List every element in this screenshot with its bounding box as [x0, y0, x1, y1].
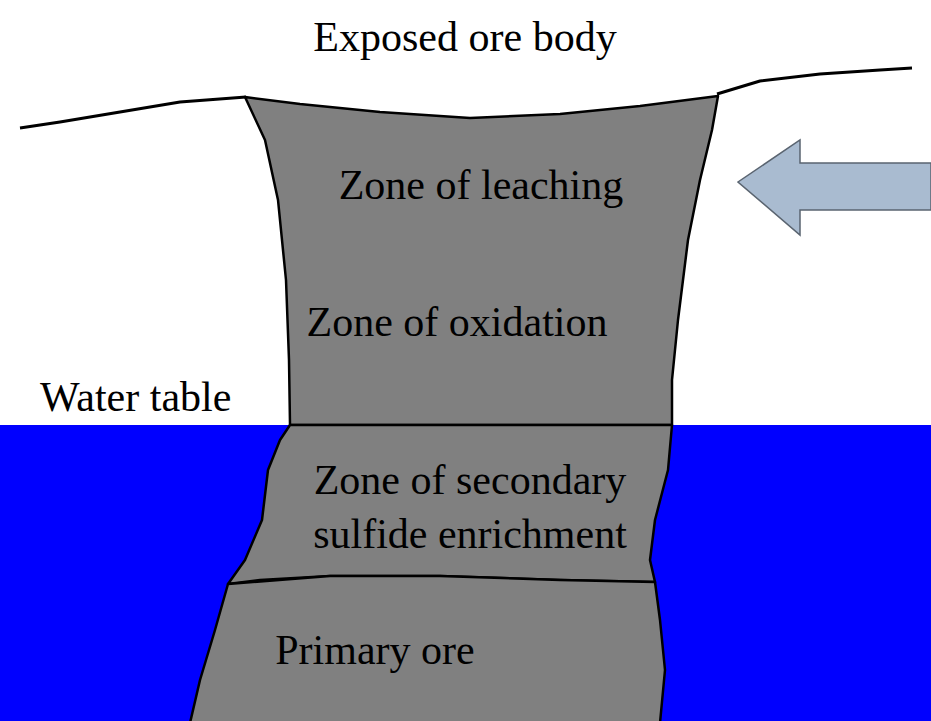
zone-label: Zone of secondary sulfide enrichment — [284, 453, 656, 561]
zone-outline — [245, 96, 718, 425]
zone-outline — [228, 425, 672, 584]
zone-label: Zone of oxidation — [307, 296, 608, 349]
water-table-label: Water table — [40, 371, 231, 424]
direction-arrow — [738, 140, 931, 235]
ore-zone: Zone of leachingZone of oxidation — [245, 96, 718, 425]
ore-zone: Zone of secondary sulfide enrichment — [228, 425, 672, 584]
title-label: Exposed ore body — [313, 11, 616, 64]
zone-shape — [245, 96, 718, 425]
zone-label: Primary ore — [275, 624, 474, 677]
zone-shape — [228, 425, 672, 584]
zone-label: Zone of leaching — [339, 159, 624, 212]
ore-zone: Primary ore — [190, 576, 665, 721]
ground-surface — [717, 68, 912, 94]
ground-surface — [20, 97, 246, 128]
zone-shape — [190, 576, 665, 721]
